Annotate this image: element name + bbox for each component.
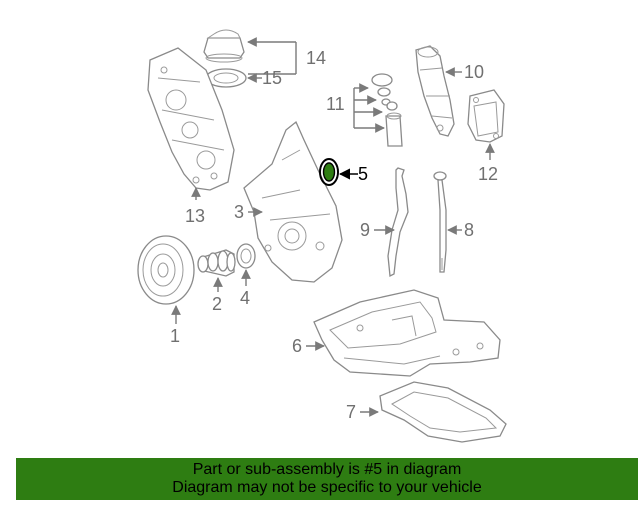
banner-line-2: Diagram may not be specific to your vehi… (172, 479, 482, 496)
callout-13: 13 (185, 206, 205, 226)
callout-7: 7 (346, 402, 356, 422)
callout-6: 6 (292, 336, 302, 356)
callout-3: 3 (234, 202, 244, 222)
callout-10: 10 (464, 62, 484, 82)
oil-filter-kit[interactable] (371, 73, 403, 147)
front-cover[interactable] (243, 120, 343, 283)
callout-12: 12 (478, 164, 498, 184)
dipstick-tube[interactable] (387, 167, 409, 278)
front-crank-seal[interactable] (319, 158, 339, 186)
engine-front-housing[interactable] (147, 47, 235, 191)
banner-line-1: Part or sub-assembly is #5 in diagram (192, 461, 462, 478)
crankshaft-hub[interactable] (197, 249, 236, 277)
oil-dipstick[interactable] (433, 171, 447, 273)
oil-filter-housing[interactable] (415, 45, 455, 137)
oil-pan[interactable] (313, 289, 501, 377)
callout-9: 9 (360, 220, 370, 240)
oil-pan-lower-cover[interactable] (379, 381, 507, 443)
oil-cooler[interactable] (467, 89, 505, 143)
callout-5: 5 (358, 164, 368, 184)
callout-2: 2 (212, 294, 222, 314)
parts-diagram: 14 15 13 3 5 1 (137, 29, 507, 443)
callout-15: 15 (262, 68, 282, 88)
front-seal-ring[interactable] (236, 243, 256, 269)
callout-1: 1 (170, 326, 180, 346)
callout-14: 14 (306, 48, 326, 68)
callout-4: 4 (240, 288, 250, 308)
callout-11-leader (353, 83, 385, 133)
oil-filler-cap[interactable] (203, 29, 245, 63)
callout-8: 8 (464, 220, 474, 240)
info-banner: Part or sub-assembly is #5 in diagram Di… (16, 458, 638, 500)
callout-11: 11 (326, 94, 345, 114)
crankshaft-pulley[interactable] (137, 235, 195, 305)
